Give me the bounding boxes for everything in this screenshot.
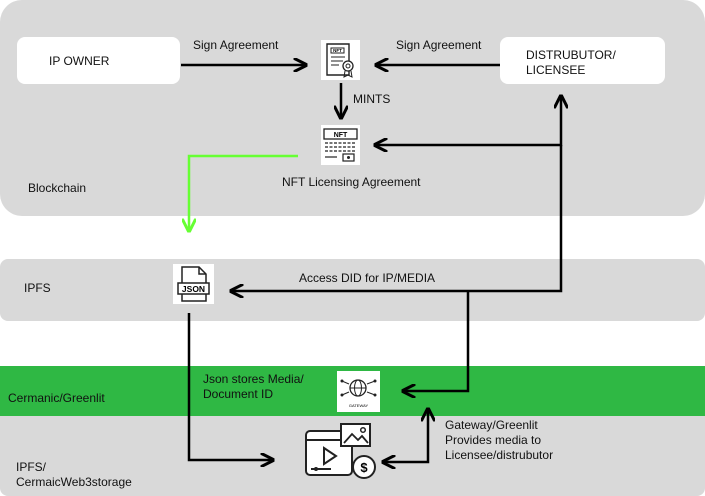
edge-label-json-stores-2: Document ID xyxy=(203,387,274,401)
edge-label-access-did: Access DID for IP/MEDIA xyxy=(299,271,436,285)
edge-label-sign-left: Sign Agreement xyxy=(193,38,279,52)
arrow-access-did xyxy=(231,145,563,291)
nft-certificate-icon: NFT xyxy=(321,40,360,80)
arrow-license-distributor xyxy=(375,96,561,145)
zone-label-ceramic: Cermanic/Greenlit xyxy=(8,391,105,405)
media-payment-icon: $ xyxy=(303,421,380,481)
edge-label-gateway-2: Provides media to xyxy=(445,433,542,447)
nft-license-badge: NFT xyxy=(334,132,348,139)
gateway-caption: GATEWAY xyxy=(349,403,369,408)
edge-label-gateway-3: Licensee/distrubutor xyxy=(445,448,554,462)
arrow-green-license-to-ipfs xyxy=(189,154,298,231)
ip-owner-label: IP OWNER xyxy=(49,54,110,68)
zone-label-storage: IPFS/ CermaicWeb3storage xyxy=(16,460,132,489)
blockchain-zone xyxy=(0,0,705,216)
edge-label-gateway-1: Gateway/Greenlit xyxy=(445,418,538,432)
edge-label-json-stores-1: Json stores Media/ xyxy=(203,372,304,386)
nft-licensing-label: NFT Licensing Agreement xyxy=(282,175,421,189)
edge-label-sign-right: Sign Agreement xyxy=(396,38,482,52)
svg-text:$: $ xyxy=(360,460,368,475)
distributor-label-line2: LICENSEE xyxy=(526,63,586,77)
gateway-globe-icon: GATEWAY xyxy=(337,371,380,412)
json-file-icon: JSON xyxy=(173,264,214,304)
edge-label-mints: MINTS xyxy=(353,92,391,106)
nft-license-icon: NFT xyxy=(321,125,360,165)
arrow-to-gateway xyxy=(403,291,470,391)
zone-label-ipfs: IPFS xyxy=(24,281,51,295)
ip-owner-node: IP OWNER xyxy=(17,37,180,84)
distributor-label-line1: DISTRUBUTOR/ xyxy=(526,48,616,62)
arrow-gateway-media xyxy=(383,409,428,462)
nft-certificate-badge: NFT xyxy=(333,48,342,53)
json-badge: JSON xyxy=(182,284,205,294)
arrow-json-to-media xyxy=(187,313,273,460)
zone-label-blockchain: Blockchain xyxy=(28,181,87,195)
distributor-node: DISTRUBUTOR/ LICENSEE xyxy=(500,37,665,84)
